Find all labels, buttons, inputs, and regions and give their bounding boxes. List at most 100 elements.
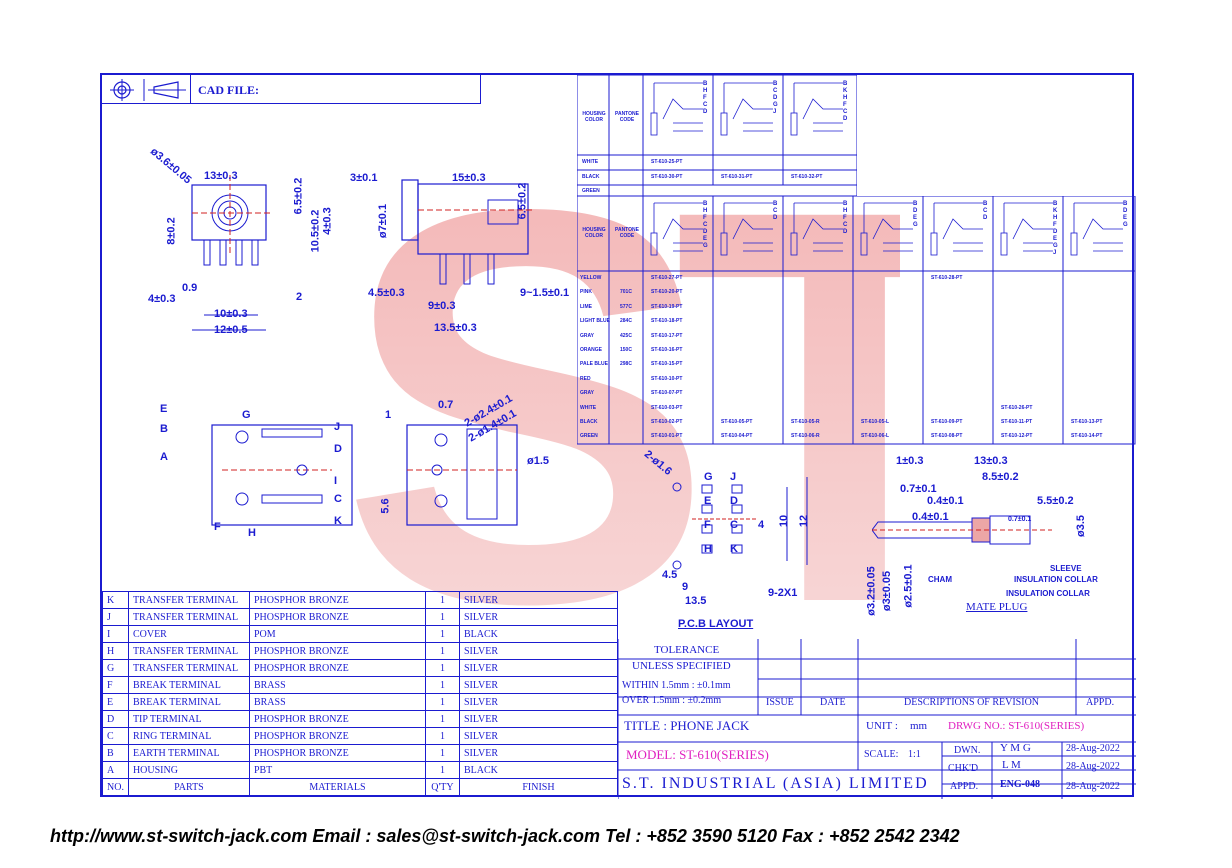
dwn-label: DWN. [954, 745, 981, 756]
bom-cell-part: TRANSFER TERMINAL [127, 642, 250, 660]
t2-part-10-1: ST-610-05-PT [721, 419, 753, 425]
appd-label: APPD. [950, 781, 979, 792]
bom-cell-finish: SILVER [458, 693, 619, 711]
bom-cell-id: F [102, 676, 129, 694]
t2-part-5-0: ST-610-16-PT [651, 347, 683, 353]
bom-cell-part: PARTS [127, 778, 250, 796]
t2-schem-pin-5-1: K [1053, 208, 1058, 214]
t1-schem-pin-0-3: C [703, 102, 708, 108]
pin-k: K [334, 515, 342, 527]
t1-schem-pin-0-1: H [703, 88, 708, 94]
t2-color-5: ORANGE [580, 347, 602, 353]
bom-cell-qty: 1 [424, 744, 460, 762]
cad-file-label: CAD FILE: [198, 83, 260, 97]
t2-part-0-0: ST-610-27-PT [651, 275, 683, 281]
t1-schem-pin-1-0: B [773, 81, 778, 87]
t2-part-11-4: ST-610-08-PT [931, 433, 963, 440]
dim-10: 10±0.3 [214, 308, 248, 320]
t1-schem-pin-1-4: J [773, 109, 777, 115]
bom-cell-id: H [102, 642, 129, 660]
pcb-dim-4: 4 [758, 519, 765, 531]
bottom-view-drawing [406, 424, 518, 526]
t2-part-10-5: ST-610-11-PT [1001, 419, 1033, 425]
dim-3: 3±0.1 [350, 172, 378, 184]
pin-c: C [334, 493, 342, 505]
pcb-dim-9: 9 [682, 581, 689, 593]
t2-part-4-0: ST-610-17-PT [651, 332, 683, 339]
t2-part-11-2: ST-610-06-R [791, 433, 820, 440]
plug-dim-1: 1±0.3 [896, 455, 924, 467]
t2-color-11: GREEN [580, 433, 598, 440]
dim-5-6: 5.6 [379, 498, 392, 514]
title-label: TITLE : PHONE JACK [624, 718, 750, 733]
bom-cell-id: K [102, 591, 129, 609]
t2-part-8-0: ST-610-07-PT [651, 390, 683, 397]
t2-schem-pin-1-1: C [773, 208, 778, 214]
bom-cell-qty: 1 [424, 693, 460, 711]
dim-9-1-5: 9~1.5±0.1 [520, 287, 570, 299]
bom-cell-part: TRANSFER TERMINAL [127, 591, 250, 609]
bom-cell-qty: 1 [424, 642, 460, 660]
bom-cell-finish: SILVER [458, 710, 619, 728]
side-view-drawing [401, 179, 532, 285]
t2-schem-pin-0-0: B [703, 201, 708, 207]
dim-13-5: 13.5±0.3 [434, 322, 477, 334]
pin-b: B [160, 423, 168, 435]
pcb-pin-j: J [730, 471, 737, 483]
bom-cell-finish: SILVER [458, 744, 619, 762]
pcb-layout-drawing [672, 477, 808, 570]
bom-cell-id: J [102, 608, 129, 626]
title-block-grid [618, 639, 1136, 799]
pin-d: D [334, 443, 342, 455]
bom-cell-material: PHOSPHOR BRONZE [248, 744, 426, 762]
t2-schem-pin-0-5: E [703, 236, 708, 242]
company-name: S.T. INDUSTRIAL (ASIA) LIMITED [622, 775, 929, 792]
pcb-dim-4-5: 4.5 [662, 569, 678, 581]
t1-schem-pin-2-4: C [843, 109, 848, 115]
projection-symbol-icon [110, 79, 186, 101]
pcb-dim-10: 10 [778, 514, 791, 528]
t2-schem-pin-4-0: B [983, 201, 988, 207]
pcb-2-1-6: 2-ø1.6 [641, 448, 674, 478]
t1-schem-pin-2-5: D [843, 116, 848, 122]
bom-cell-finish: SILVER [458, 642, 619, 660]
jack-schematic-icon [930, 202, 983, 256]
bom-cell-qty: 1 [424, 710, 460, 728]
t1-header-color: HOUSING COLOR [582, 111, 606, 123]
jack-schematic-icon [1000, 202, 1053, 256]
t2-color-4: GRAY [580, 332, 594, 339]
bom-cell-material: PHOSPHOR BRONZE [248, 608, 426, 626]
t2-schem-pin-3-2: E [913, 215, 918, 221]
dim-1: 1 [385, 409, 392, 421]
t2-schem-pin-6-0: B [1123, 201, 1128, 207]
dim-15: 15±0.3 [452, 172, 486, 184]
t2-part-11-6: ST-610-14-PT [1071, 433, 1103, 440]
t2-part-0-4: ST-610-28-PT [931, 275, 963, 281]
unless-label: UNLESS SPECIFIED [632, 660, 731, 672]
dim-12: 12±0.5 [214, 324, 248, 336]
plug-collar2: INSULATION COLLAR [1006, 589, 1090, 598]
t2-schem-pin-2-2: F [843, 215, 847, 221]
desc-label: DESCRIPTIONS OF REVISION [904, 697, 1040, 708]
t1-part-1-0: ST-610-30-PT [651, 174, 683, 180]
t2-header-color: HOUSING COLOR [582, 227, 606, 239]
t2-schem-pin-6-1: D [1123, 208, 1128, 214]
bom-cell-finish: SILVER [458, 727, 619, 745]
bom-cell-qty: Q'TY [424, 778, 460, 796]
t2-schem-pin-0-6: G [703, 243, 708, 249]
bom-cell-finish: SILVER [458, 608, 619, 626]
bom-cell-id: B [102, 744, 129, 762]
over-label: OVER 1.5mm : ±0.2mm [622, 695, 722, 706]
t2-color-0: YELLOW [580, 275, 602, 281]
header-box [102, 75, 481, 104]
t2-schem-pin-5-6: G [1053, 243, 1058, 249]
pcb-dim-13-5: 13.5 [685, 595, 707, 607]
appd-by: ENG-048 [1000, 779, 1040, 790]
t1-color-1: BLACK [582, 174, 600, 180]
t2-schem-pin-5-4: D [1053, 229, 1058, 235]
dwn-date: 28-Aug-2022 [1066, 743, 1120, 754]
